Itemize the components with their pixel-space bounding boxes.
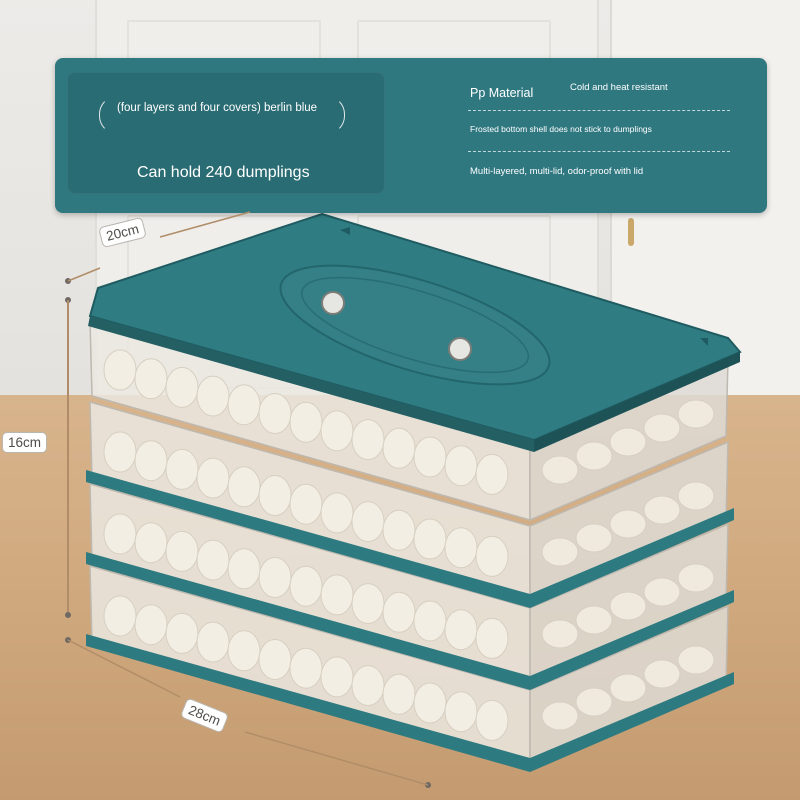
dumpling	[643, 413, 681, 443]
variant-pill	[99, 96, 345, 134]
dumpling	[258, 639, 292, 680]
dumpling	[677, 645, 715, 675]
capacity-text: Can hold 240 dumplings	[137, 164, 310, 181]
material-text: Pp Material	[470, 86, 534, 100]
dumpling	[320, 656, 354, 698]
dumpling	[643, 495, 681, 525]
variant-panel: (four layers and four covers) berlin blu…	[67, 72, 385, 194]
feature-divider	[468, 110, 730, 111]
dumpling	[609, 427, 647, 457]
dumpling	[289, 401, 323, 443]
info-banner: (four layers and four covers) berlin blu…	[55, 58, 767, 213]
dimension-endpoint	[65, 278, 71, 284]
dumpling	[382, 427, 416, 469]
lid-oval-emboss	[279, 264, 551, 386]
dumpling	[609, 673, 647, 703]
dumpling	[165, 366, 199, 408]
dumpling	[609, 509, 647, 539]
dumpling	[677, 481, 715, 511]
dumpling	[575, 687, 613, 717]
top-lid	[88, 212, 742, 452]
dumpling	[541, 455, 579, 485]
dumpling	[196, 621, 230, 663]
dumpling	[351, 583, 385, 625]
dumpling	[475, 617, 509, 659]
dumpling	[227, 384, 261, 426]
dumpling	[351, 665, 385, 707]
tray-layer	[89, 319, 729, 522]
variant-text: (four layers and four covers) berlin blu…	[117, 102, 318, 114]
dumpling	[134, 358, 168, 400]
dumpling	[134, 522, 168, 564]
date-dial-icon	[448, 337, 472, 361]
temperature-text: Cold and heat resistant	[570, 82, 668, 93]
dumpling	[320, 574, 354, 616]
dumpling	[103, 349, 137, 391]
dumpling	[382, 509, 416, 551]
dumpling	[103, 431, 137, 473]
date-dial-icon	[321, 291, 345, 315]
dumpling	[475, 535, 509, 577]
height-dimension-line	[67, 300, 69, 616]
dumpling	[351, 501, 385, 543]
dumpling	[643, 577, 681, 607]
dumpling	[475, 453, 509, 495]
tray-layer	[86, 565, 734, 772]
dumpling	[320, 410, 354, 452]
dumpling	[103, 513, 137, 555]
dumpling	[677, 563, 715, 593]
dimension-endpoint	[65, 612, 71, 618]
dumpling	[258, 557, 292, 598]
dumpling	[134, 604, 168, 646]
dumpling	[475, 699, 509, 741]
dumpling	[444, 527, 478, 569]
dumpling	[541, 537, 579, 567]
dumpling	[382, 673, 416, 715]
dimension-endpoint	[425, 782, 431, 788]
dumpling	[258, 475, 292, 516]
dumpling	[444, 691, 478, 733]
dumpling	[289, 565, 323, 607]
feature-divider	[468, 151, 730, 152]
tray-layer	[86, 401, 734, 608]
cabinet-handle	[628, 218, 634, 246]
dumpling	[413, 436, 447, 478]
dumpling	[165, 448, 199, 490]
dumpling	[382, 591, 416, 633]
bottom-shell-text: Frosted bottom shell does not stick to d…	[470, 124, 652, 134]
dumpling	[444, 445, 478, 487]
dumpling	[196, 375, 230, 417]
dumpling	[609, 591, 647, 621]
dumpling	[575, 523, 613, 553]
dumpling	[677, 399, 715, 429]
dumpling	[227, 466, 261, 508]
dumpling	[103, 595, 137, 637]
height-label: 16cm	[2, 432, 48, 453]
dumpling	[165, 612, 199, 654]
dumpling	[134, 440, 168, 482]
dumpling	[413, 600, 447, 642]
dumpling	[196, 457, 230, 499]
dumpling	[289, 647, 323, 689]
dumpling	[320, 492, 354, 534]
dumpling	[575, 441, 613, 471]
dumpling	[289, 483, 323, 525]
design-text: Multi-layered, multi-lid, odor-proof wit…	[470, 166, 644, 177]
dumpling	[227, 548, 261, 590]
dumpling	[643, 659, 681, 689]
dumpling	[258, 393, 292, 434]
tray-layer	[86, 483, 734, 690]
dumpling	[444, 609, 478, 651]
dumpling	[196, 539, 230, 581]
dumpling	[413, 682, 447, 724]
dumpling	[165, 530, 199, 572]
dimension-endpoint	[65, 637, 71, 643]
dumpling	[413, 518, 447, 560]
dumpling	[541, 619, 579, 649]
dumpling	[541, 701, 579, 731]
dumpling	[227, 630, 261, 672]
dumpling	[575, 605, 613, 635]
dumpling	[351, 419, 385, 461]
